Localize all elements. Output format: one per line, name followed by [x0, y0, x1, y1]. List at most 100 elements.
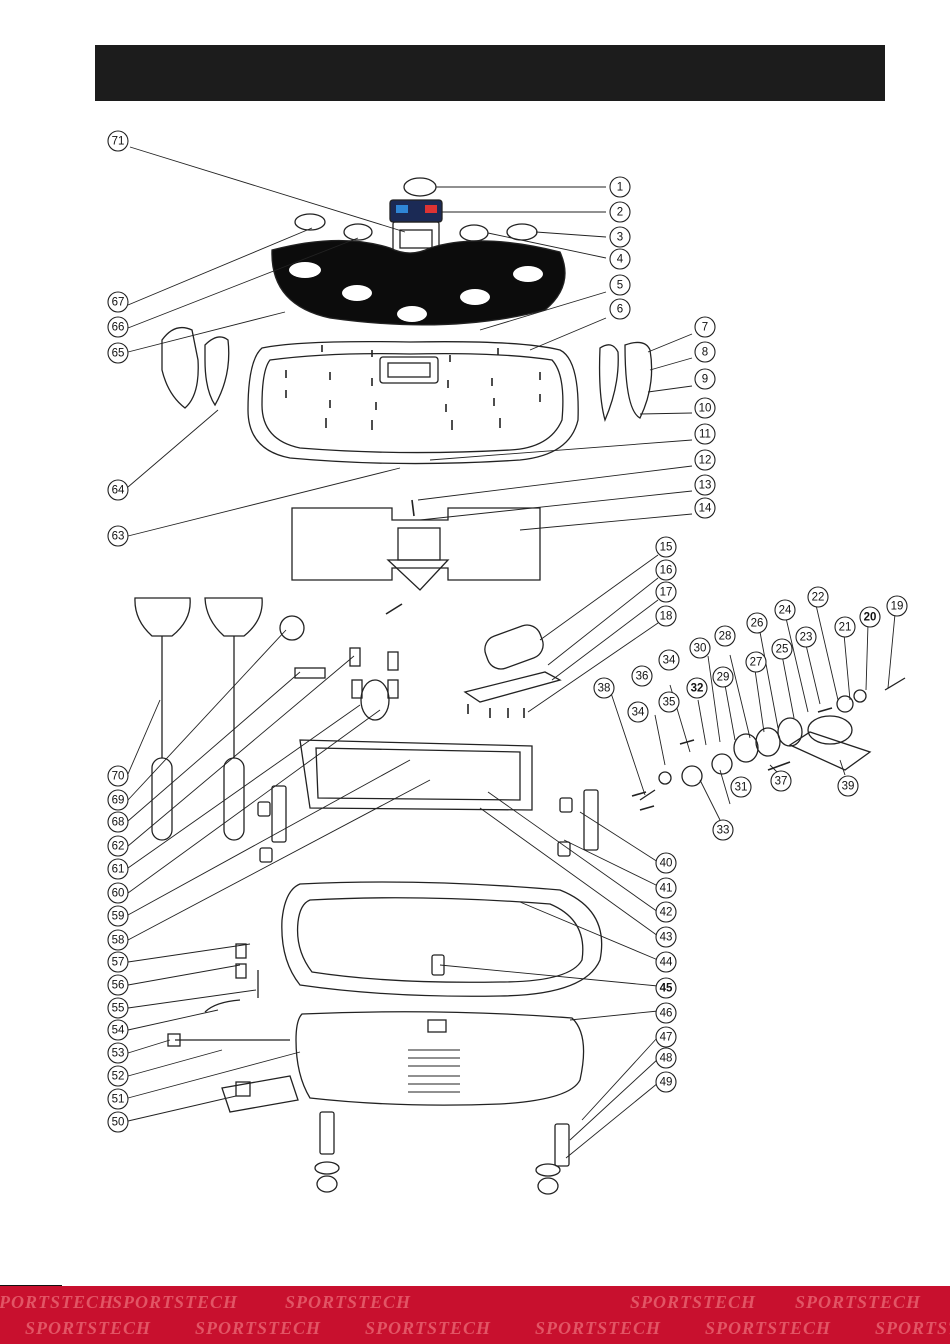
- callout-circle: [771, 638, 793, 660]
- callout-circle: [107, 997, 129, 1019]
- brand-watermark: SPORTSTECH: [195, 1318, 322, 1338]
- callout-61: 61: [107, 858, 129, 880]
- callout-number: 54: [112, 1025, 125, 1037]
- header-bar: [95, 45, 885, 101]
- callout-number: 12: [699, 455, 712, 467]
- callout-circle: [770, 770, 792, 792]
- callout-circle: [609, 226, 631, 248]
- callout-circle: [107, 858, 129, 880]
- callout-circle: [655, 877, 677, 899]
- callout-number: 31: [735, 782, 748, 794]
- callout-number: 7: [702, 322, 708, 334]
- callout-35: 35: [658, 691, 680, 713]
- callout-39: 39: [837, 775, 859, 797]
- feet: [314, 1111, 570, 1195]
- callout-number: 4: [617, 254, 624, 266]
- callout-number: 23: [800, 632, 813, 644]
- callout-number: 11: [699, 429, 711, 441]
- callout-circle: [694, 423, 716, 445]
- callout-37: 37: [770, 770, 792, 792]
- callout-50: 50: [107, 1111, 129, 1133]
- callout-number: 21: [839, 622, 852, 634]
- callout-circle: [745, 651, 767, 673]
- brand-watermark: SPORTSTECH: [0, 1292, 115, 1312]
- callout-circle: [807, 586, 829, 608]
- callout-number: 36: [636, 671, 649, 683]
- callout-number: 9: [702, 374, 708, 386]
- callout-40: 40: [655, 852, 677, 874]
- callout-number: 64: [112, 485, 125, 497]
- callout-circle: [774, 599, 796, 621]
- callout-circle: [107, 1019, 129, 1041]
- callout-circle: [730, 776, 752, 798]
- callout-number: 62: [112, 841, 125, 853]
- callout-number: 47: [660, 1032, 673, 1044]
- callout-circle: [609, 176, 631, 198]
- callout-23: 23: [795, 626, 817, 648]
- callout-11: 11: [694, 423, 716, 445]
- callout-circle: [746, 612, 768, 634]
- callout-30: 30: [689, 637, 711, 659]
- callout-13: 13: [694, 474, 716, 496]
- callout-number: 5: [617, 280, 623, 292]
- callout-number: 27: [750, 657, 763, 669]
- exploded-parts-diagram: 1234567891011121314151617181920212223242…: [107, 130, 908, 1195]
- callout-circle: [107, 1088, 129, 1110]
- callout-number: 10: [699, 403, 712, 415]
- callout-circle: [886, 595, 908, 617]
- callout-59: 59: [107, 905, 129, 927]
- brand-watermark: SPORTSTECH: [25, 1318, 152, 1338]
- callout-43: 43: [655, 926, 677, 948]
- callout-circle: [107, 130, 129, 152]
- callout-circle: [694, 474, 716, 496]
- callout-number: 26: [751, 618, 764, 630]
- callout-number: 22: [812, 592, 825, 604]
- callout-52: 52: [107, 1065, 129, 1087]
- callout-67: 67: [107, 291, 129, 313]
- callout-45: 45: [655, 977, 677, 999]
- callout-38: 38: [593, 677, 615, 699]
- callout-number: 39: [842, 781, 855, 793]
- callout-41: 41: [655, 877, 677, 899]
- callout-number: 67: [112, 297, 125, 309]
- callout-circle: [107, 525, 129, 547]
- callout-number: 71: [112, 136, 125, 148]
- callout-47: 47: [655, 1026, 677, 1048]
- callout-circle: [712, 666, 734, 688]
- callout-number: 20: [864, 612, 877, 624]
- callout-circle: [694, 397, 716, 419]
- callout-49: 49: [655, 1071, 677, 1093]
- callout-circle: [593, 677, 615, 699]
- frame-plate: [291, 507, 541, 581]
- callout-31: 31: [730, 776, 752, 798]
- callout-44: 44: [655, 951, 677, 973]
- callout-number: 19: [891, 601, 904, 613]
- handle-left: [134, 597, 191, 637]
- callout-number: 8: [702, 347, 708, 359]
- callout-number: 2: [617, 207, 623, 219]
- callout-16: 16: [655, 559, 677, 581]
- callout-number: 42: [660, 907, 673, 919]
- top-mat: [271, 239, 566, 326]
- callout-circle: [694, 341, 716, 363]
- handle-right: [204, 597, 263, 637]
- callout-20: 20: [859, 606, 881, 628]
- callout-circle: [107, 479, 129, 501]
- callout-circle: [712, 819, 734, 841]
- callout-circle: [627, 701, 649, 723]
- callout-circle: [655, 536, 677, 558]
- callout-1: 1: [609, 176, 631, 198]
- callout-circle: [107, 905, 129, 927]
- brand-watermark: SPORTSTECH: [535, 1318, 662, 1338]
- callout-circle: [658, 649, 680, 671]
- callout-60: 60: [107, 882, 129, 904]
- callout-number: 33: [717, 825, 730, 837]
- callout-circle: [107, 342, 129, 364]
- callout-circle: [107, 929, 129, 951]
- callout-circle: [686, 677, 708, 699]
- callout-number: 56: [112, 980, 125, 992]
- callout-17: 17: [655, 581, 677, 603]
- callout-circle: [714, 625, 736, 647]
- callout-number: 13: [699, 480, 712, 492]
- callout-number: 30: [694, 643, 707, 655]
